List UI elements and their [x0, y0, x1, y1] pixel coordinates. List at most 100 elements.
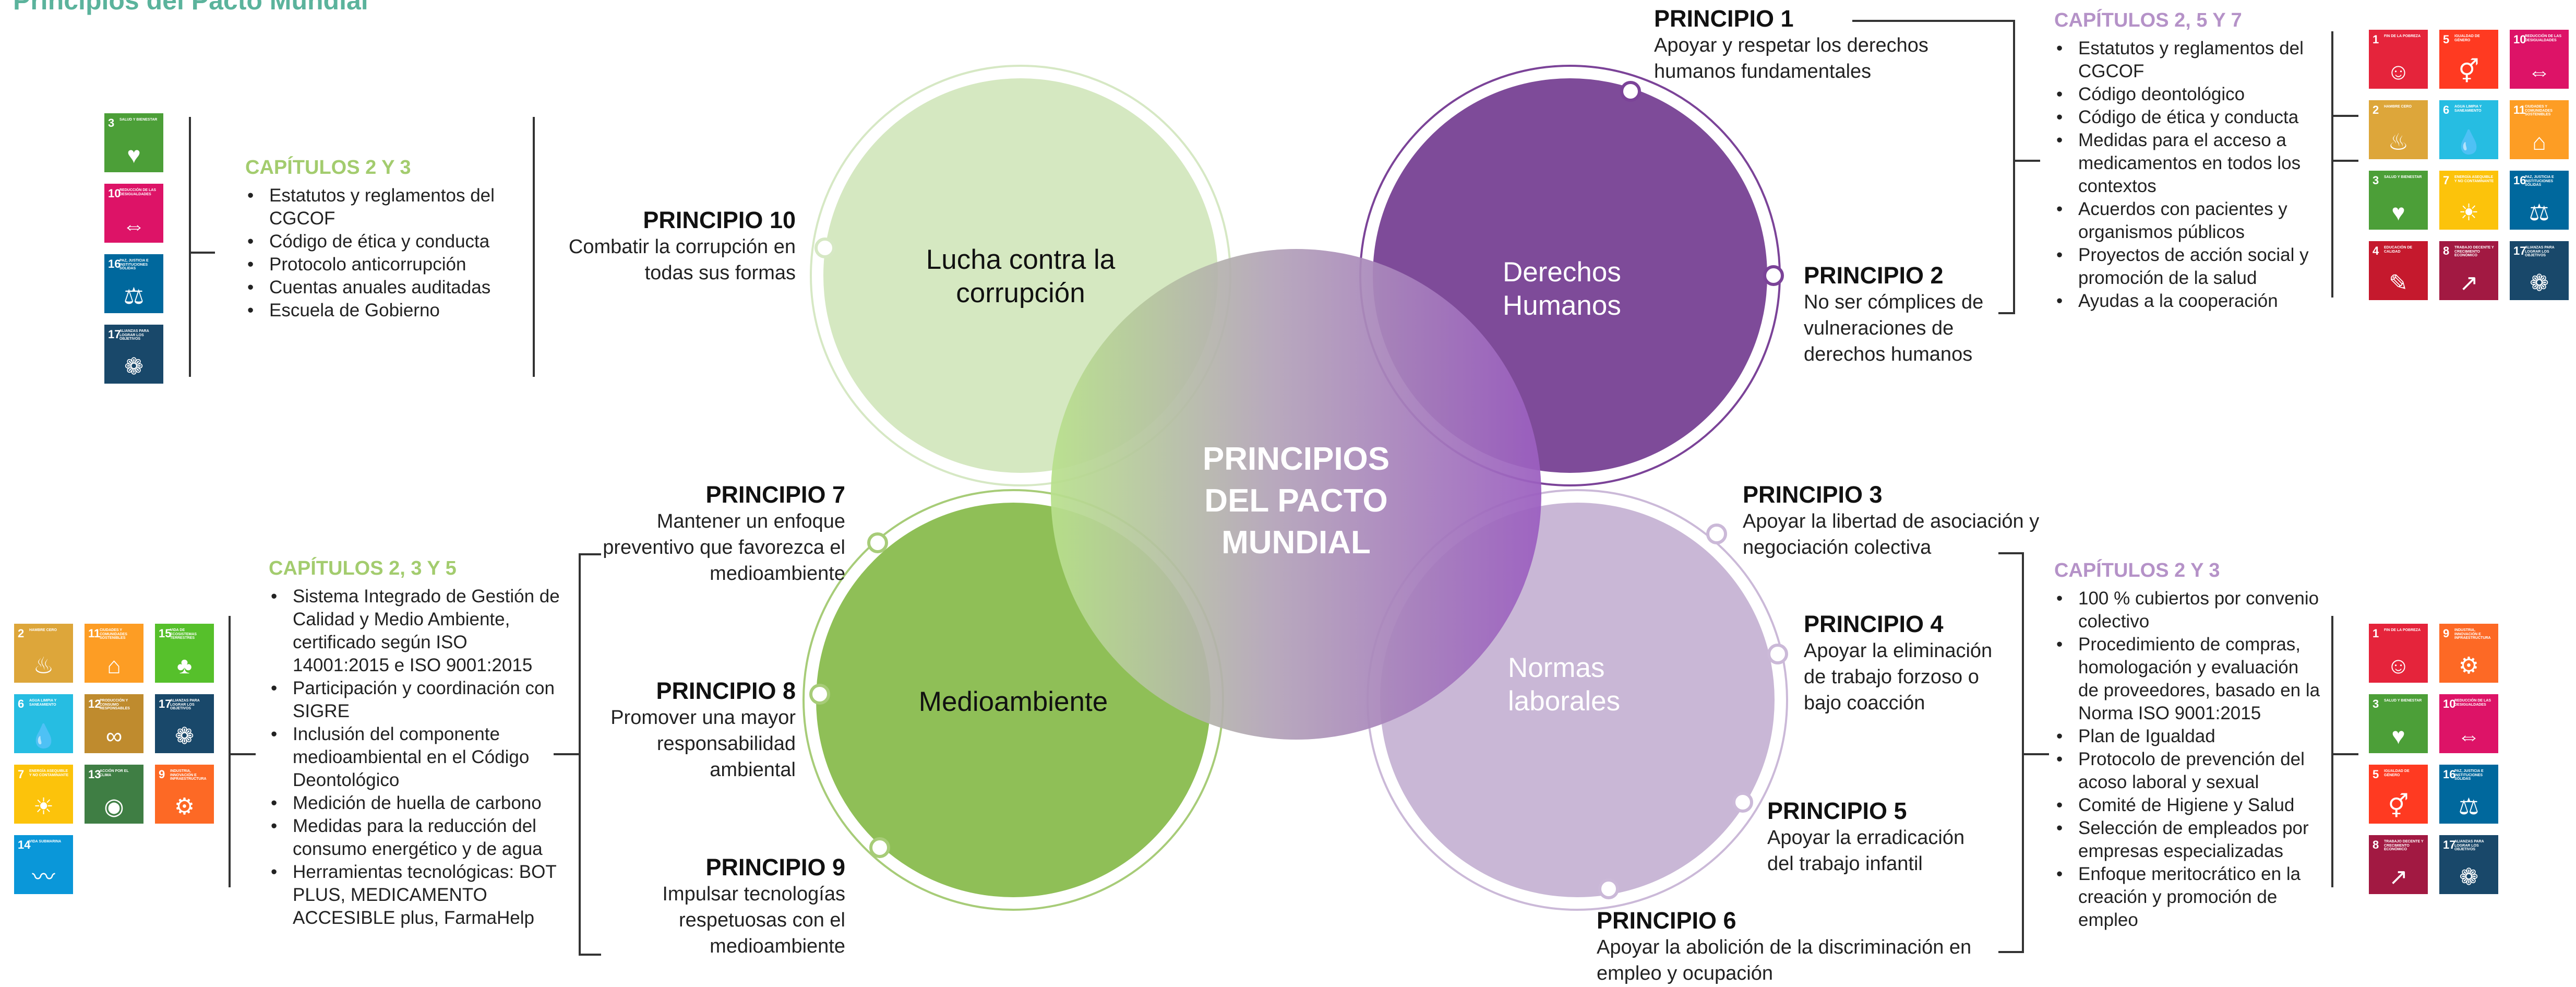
sdg-goal-icon: ♥: [127, 142, 141, 168]
sdg-tile-1: 1Fin de la pobreza☺: [2369, 30, 2428, 89]
sdg-tile-9: 9Industria, innovación e infraestructura…: [155, 765, 214, 824]
sdg-number: 6: [2443, 103, 2450, 116]
sdg-goal-icon: ❁: [2459, 864, 2478, 890]
principle-8-text: Promover una mayor responsabilidad ambie…: [610, 707, 796, 781]
list-item: Medidas para la reducción del consumo en…: [269, 815, 561, 861]
sdg-label: Energía asequible y no contaminante: [29, 769, 69, 777]
sdg-number: 6: [18, 697, 25, 710]
sdg-tile-7: 7Energía asequible y no contaminante☀: [2439, 171, 2498, 230]
list-item: Medidas para el acceso a medicamentos en…: [2054, 129, 2320, 198]
sdg-goal-icon: ⚖: [2529, 200, 2550, 225]
principle-6: PRINCIPIO 6 Apoyar la abolición de la di…: [1597, 907, 1993, 986]
sdg-goal-icon: ⇔: [2457, 723, 2481, 749]
dot-p1: [1620, 81, 1641, 102]
sdg-number: 14: [18, 838, 31, 851]
dot-p9: [869, 837, 890, 858]
list-item: Sistema Integrado de Gestión de Calidad …: [269, 585, 561, 677]
label-environment: Medioambiente: [918, 686, 1108, 717]
list-item: Herramientas tecnológicas: BOT PLUS, MED…: [269, 861, 561, 930]
sdg-goal-icon: ⚥: [2458, 59, 2479, 85]
sdg-number: 10: [2513, 33, 2526, 46]
sdg-goal-icon: ⚖: [2458, 794, 2479, 819]
sdg-tile-9: 9Industria, innovación e infraestructura…: [2439, 624, 2498, 683]
sdg-label: Reducción de las desigualdades: [2454, 699, 2491, 707]
sdg-number: 15: [159, 627, 172, 640]
sdg-goal-icon: ∞: [105, 723, 123, 749]
sdg-label: Fin de la pobreza: [2384, 628, 2421, 632]
sdg-tile-10: 10Reducción de las desigualdades ⇔: [2439, 694, 2498, 753]
center-circle: [1051, 249, 1541, 740]
sdg-number: 2: [18, 627, 25, 640]
sdg-tile-17: 17Alianzas para lograr los objetivos❁: [104, 325, 163, 384]
sdg-goal-icon: ☀: [2458, 200, 2479, 225]
list-item: Cuentas anuales auditadas: [245, 276, 517, 299]
sdg-tile-7: 7Energía asequible y no contaminante☀: [14, 765, 73, 824]
list-item: Protocolo de prevención del acoso labora…: [2054, 748, 2320, 794]
principle-10-title: PRINCIPIO 10: [643, 207, 796, 233]
sdg-goal-icon: 💧: [2454, 129, 2483, 155]
sdg-number: 5: [2373, 768, 2379, 781]
sdg-label: Trabajo decente y crecimiento económico: [2454, 246, 2494, 258]
sdg-tile-11: 11Ciudades y comunidades sostenibles⌂: [2510, 100, 2569, 159]
sdg-number: 5: [2443, 33, 2450, 46]
principle-1: PRINCIPIO 1 Apoyar y respetar los derech…: [1654, 5, 1967, 85]
sdg-goal-icon: ⇔: [122, 213, 146, 239]
list-item: Inclusión del componente medioambiental …: [269, 723, 561, 792]
sdg-tile-11: 11Ciudades y comunidades sostenibles⌂: [85, 624, 143, 683]
principle-1-title: PRINCIPIO 1: [1654, 5, 1794, 32]
principle-8: PRINCIPIO 8 Promover una mayor responsab…: [584, 677, 796, 783]
sdg-number: 3: [2373, 174, 2379, 187]
chapters-environment-list: Sistema Integrado de Gestión de Calidad …: [269, 585, 561, 930]
sdg-goal-icon: ⇔: [2527, 59, 2551, 85]
principle-8-title: PRINCIPIO 8: [656, 677, 796, 704]
chapters-environment-title: CAPÍTULOS 2, 3 Y 5: [269, 557, 457, 579]
sdg-goal-icon: ⚥: [2388, 794, 2409, 819]
list-item: Procedimiento de compras, homologación y…: [2054, 633, 2320, 725]
sdg-tile-1: 1Fin de la pobreza☺: [2369, 624, 2428, 683]
sdg-number: 13: [88, 768, 101, 781]
sdg-goal-icon: ☺: [2387, 59, 2410, 85]
sdg-number: 10: [2443, 697, 2456, 710]
sdg-number: 3: [2373, 697, 2379, 710]
sdg-number: 17: [159, 697, 172, 710]
sdg-number: 7: [18, 768, 25, 781]
sdg-tile-3: 3Salud y bienestar♥: [2369, 694, 2428, 753]
label-labour: Normas laborales: [1508, 652, 1621, 717]
sdg-tile-6: 6Agua limpia y saneamiento💧: [14, 694, 73, 753]
chapters-labour: CAPÍTULOS 2 Y 3 100 % cubiertos por conv…: [2054, 560, 2320, 932]
label-anticorruption: Lucha contra la corrupción: [926, 244, 1116, 308]
principle-7: PRINCIPIO 7 Mantener un enfoque preventi…: [595, 481, 845, 587]
sdg-number: 12: [88, 697, 101, 710]
sdg-number: 11: [88, 627, 101, 640]
sdg-tile-6: 6 Agua limpia y saneamiento 💧: [2439, 100, 2498, 159]
sdg-goal-icon: ⌂: [2532, 129, 2546, 155]
principle-10: PRINCIPIO 10 Combatir la corrupción en t…: [564, 207, 796, 286]
sdg-label: Alianzas para lograr los objetivos: [170, 699, 200, 711]
center-label: PRINCIPIOS DEL PACTO MUNDIAL: [1202, 441, 1390, 561]
sdg-label: Paz, justicia e instituciones sólidas: [2454, 769, 2484, 781]
sdg-label: Hambre cero: [29, 628, 57, 632]
sdg-label: Agua limpia y saneamiento: [2454, 105, 2482, 113]
chapters-anticorruption: CAPÍTULOS 2 Y 3 Estatutos y reglamentos …: [245, 157, 517, 322]
sdg-tile-8: 8 Trabajo decente y crecimiento económico…: [2439, 241, 2498, 300]
sdg-goal-icon: 〰: [32, 864, 55, 890]
sdg-goal-icon: ☺: [2387, 653, 2410, 679]
principle-2: PRINCIPIO 2 No ser cómplices de vulnerac…: [1804, 262, 2002, 367]
principle-4-text: Apoyar la eliminación de trabajo forzoso…: [1804, 640, 1993, 714]
chapters-environment: CAPÍTULOS 2, 3 Y 5 Sistema Integrado de …: [269, 557, 561, 930]
principle-9-text: Impulsar tecnologías respetuosas con el …: [662, 883, 845, 957]
sdg-number: 3: [108, 116, 115, 129]
sdg-number: 8: [2443, 244, 2450, 257]
sdg-label: Salud y bienestar: [2384, 175, 2422, 179]
sdg-goal-icon: ⚙: [174, 794, 195, 819]
sdg-number: 17: [2443, 838, 2456, 851]
chapters-labour-title: CAPÍTULOS 2 Y 3: [2054, 560, 2220, 581]
sdg-label: Acción por el clima: [100, 769, 129, 777]
sdg-tile-2: 2Hambre cero♨: [2369, 100, 2428, 159]
sdg-label: Trabajo decente y crecimiento económico: [2384, 840, 2424, 852]
sdg-label: Educación de calidad: [2384, 246, 2413, 254]
principle-4: PRINCIPIO 4 Apoyar la eliminación de tra…: [1804, 611, 2002, 716]
principle-5-text: Apoyar la erradicación del trabajo infan…: [1767, 827, 1965, 875]
list-item: Proyectos de acción social y promoción d…: [2054, 244, 2320, 290]
sdg-label: Alianzas para lograr los objetivos: [2525, 246, 2555, 258]
